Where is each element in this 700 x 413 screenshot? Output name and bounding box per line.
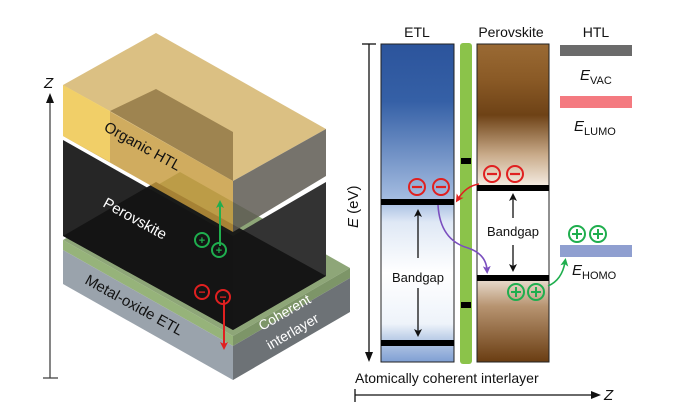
htl-lumo-bar	[560, 96, 632, 108]
htl-column-header: HTL	[583, 24, 610, 40]
etl-main-side	[233, 278, 350, 380]
electron-charge	[506, 165, 524, 183]
homo-level-label: EHOMO	[572, 262, 617, 282]
interlayer-caption: Atomically coherent interlayer	[355, 370, 539, 386]
energy-axis-label: E (eV)	[345, 185, 362, 228]
hole-charge	[507, 283, 525, 301]
perovskite-column-header: Perovskite	[478, 24, 544, 40]
vacuum-level-label: EVAC	[580, 67, 612, 87]
etl-bandgap-label: Bandgap	[392, 270, 444, 285]
svg-text:+: +	[199, 235, 205, 247]
hole-charge: +	[211, 242, 227, 258]
perovskite-top-face	[63, 182, 326, 330]
electron-transfer-arrow	[455, 183, 480, 203]
perovskite-lower-band	[477, 276, 549, 362]
electron-charge	[408, 178, 426, 196]
perovskite-conduction-band-edge	[477, 185, 549, 191]
etl-main-front	[63, 250, 233, 380]
htl-left-highlight	[63, 85, 110, 162]
perovskite-band-column-outline	[476, 43, 550, 363]
device-stack: Z Organic HTL Perovskite Metal-oxide ETL…	[43, 33, 350, 380]
svg-text:−: −	[198, 285, 205, 299]
electron-charge: −	[215, 289, 231, 305]
interlayer-state-lower	[461, 302, 471, 308]
hole-charge	[568, 225, 586, 243]
perovskite-shadow-through-htl	[110, 89, 233, 181]
interlayer-front-face	[63, 240, 233, 346]
band-diagram: ETL Perovskite HTL E (eV) Bandgap Bandga…	[345, 24, 632, 404]
z-direction-axis-arrowhead	[591, 391, 601, 399]
hole-charge: +	[194, 232, 210, 248]
hole-transfer-arrow	[547, 258, 569, 287]
svg-text:+: +	[216, 245, 222, 257]
interlayer-side-face	[233, 268, 350, 346]
htl-vacuum-level-bar	[560, 45, 632, 56]
lumo-level-label: ELUMO	[574, 118, 616, 138]
interlayer-transfer-arrow	[437, 204, 491, 274]
htl-homo-bar	[560, 245, 632, 257]
interlayer-state-upper	[461, 158, 471, 164]
interlayer-bar	[460, 43, 472, 364]
etl-conduction-band-edge	[381, 199, 454, 205]
z-direction-axis-label: Z	[603, 387, 614, 404]
energy-axis-arrowhead	[365, 352, 373, 362]
electron-charge	[432, 178, 450, 196]
htl-side-face	[233, 129, 326, 232]
z-axis-label: Z	[43, 75, 54, 92]
etl-column-header: ETL	[404, 24, 430, 40]
z-axis-arrowhead	[46, 93, 54, 103]
electron-charge: −	[194, 284, 210, 300]
svg-text:−: −	[219, 290, 226, 304]
hole-charge	[527, 283, 545, 301]
htl-top-face	[63, 33, 326, 181]
electron-charge	[483, 165, 501, 183]
etl-valence-band-edge	[381, 340, 454, 346]
perovskite-upper-band	[477, 44, 549, 186]
hole-charge	[589, 225, 607, 243]
perovskite-bandgap-label: Bandgap	[487, 224, 539, 239]
perovskite-valence-band-edge	[477, 275, 549, 281]
